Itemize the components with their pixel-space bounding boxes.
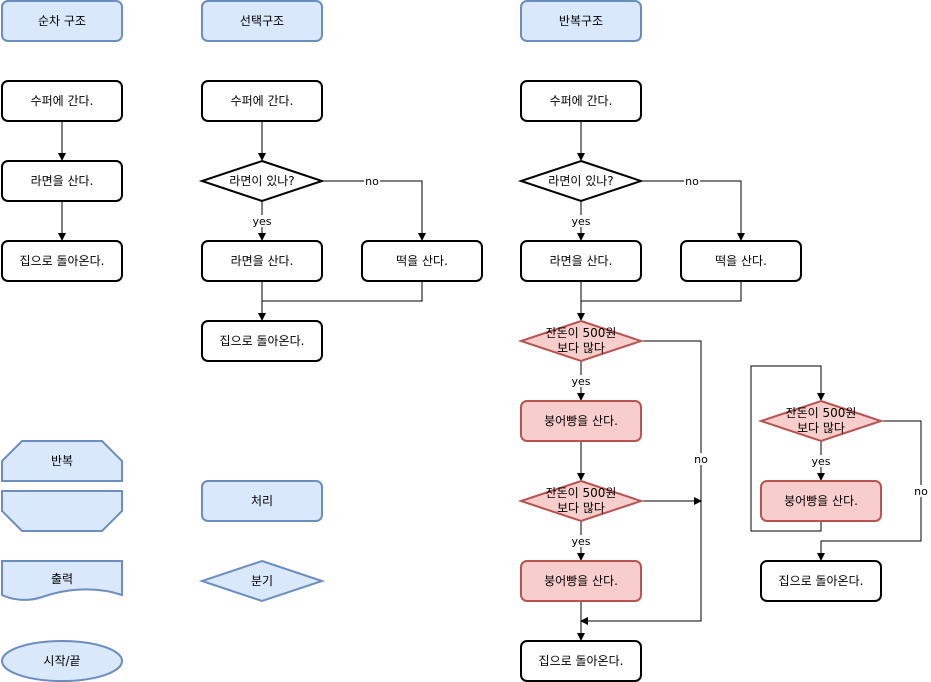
loop-buy2: 붕어빵을 산다. [544,574,618,588]
compact-check-line2: 보다 많다 [797,421,845,435]
legend-terminator-shape [1,640,123,682]
seq-step3-box [1,240,123,282]
loop-yes-box [520,240,642,282]
loop-yes-branch: 라면을 산다. [550,254,613,268]
loop-step1-box [520,80,642,122]
sel-end: 집으로 돌아온다. [220,334,305,348]
loop-end: 집으로 돌아온다. [539,654,624,668]
compact-loop-flow: 잔돈이 500원 보다 많다 붕어빵을 산다. 집으로 돌아온다. [757,399,885,602]
sel-end-box [201,320,323,362]
edge-labels: no yes no yes yes no yes yes no [251,175,929,548]
edge-compact-no [817,420,922,561]
header-sequence: 순차 구조 [38,14,86,28]
compact-end-box [760,560,882,602]
compact-no-label: no [914,485,928,498]
legend-branch: 분기 [251,574,273,588]
loop-check1-yes-label: yes [571,375,590,388]
header-sequence-box [1,0,123,42]
loop-flow: 수퍼에 간다. 라면이 있나? 라면을 산다. 떡을 산다. 잔돈이 500원 … [517,80,802,682]
loop-check-no-label: no [694,453,708,466]
edge-loop-no [641,180,745,241]
seq-step3: 집으로 돌아온다. [20,254,105,268]
compact-end: 집으로 돌아온다. [779,574,864,588]
legend-output: 출력 [51,572,73,586]
loop-yes-label: yes [571,215,590,228]
seq-step2-box [1,160,123,202]
sel-decision-diamond [198,159,326,203]
compact-buy: 붕어빵을 산다. [784,494,858,508]
loop-check2-yes-label: yes [571,535,590,548]
legend-process: 처리 [251,494,273,508]
sel-no-branch: 떡을 산다. [396,254,448,268]
edge-sel-join-right [262,281,423,302]
legend-branch-shape [198,559,326,603]
sel-no-label: no [365,175,379,188]
seq-step1-box [1,80,123,122]
loop-buy2-box [520,560,642,602]
sel-yes-label: yes [252,215,271,228]
shape-legend: 반복 처리 출력 분기 시작/끝 [0,440,326,682]
loop-no-box [680,240,802,282]
sel-decision: 라면이 있나? [229,174,294,188]
loop-check2-line2: 보다 많다 [557,501,605,515]
header-loop-box [520,0,642,42]
legend-loop-end-shape [1,490,123,532]
selection-flow: 수퍼에 간다. 라면이 있나? 라면을 산다. 떡을 산다. 집으로 돌아온다. [198,80,483,362]
edge-sel-no [322,180,426,241]
compact-yes-label: yes [811,455,830,468]
compact-check-line1: 잔돈이 500원 [786,406,857,420]
legend-loop-start-shape [1,440,123,482]
sel-step1: 수퍼에 간다. [231,94,294,108]
compact-check-diamond [757,399,885,443]
legend-terminator: 시작/끝 [43,654,80,668]
edge-compact-loopback [750,365,825,532]
loop-step1: 수퍼에 간다. [550,94,613,108]
legend-loop: 반복 [51,454,73,468]
loop-check2-diamond [517,479,645,523]
sel-yes-box [201,240,323,282]
loop-check1-line1: 잔돈이 500원 [546,326,617,340]
header-selection: 선택구조 [240,14,284,28]
loop-buy1-box [520,400,642,442]
sel-yes-branch: 라면을 산다. [231,254,294,268]
edge-loop-join-right [581,281,742,302]
column-headers: 순차 구조 선택구조 반복구조 [1,0,642,42]
header-loop: 반복구조 [559,14,603,28]
sel-step1-box [201,80,323,122]
header-selection-box [201,0,323,42]
loop-check1-line2: 보다 많다 [557,341,605,355]
seq-step1: 수퍼에 간다. [31,94,94,108]
sequence-flow: 수퍼에 간다. 라면을 산다. 집으로 돌아온다. [1,80,123,282]
sel-no-box [361,240,483,282]
loop-check1-diamond [517,319,645,363]
edge-loop-check1-no [580,340,702,625]
loop-decision-diamond [517,159,645,203]
loop-no-branch: 떡을 산다. [715,254,767,268]
loop-end-box [520,640,642,682]
loop-decision: 라면이 있나? [548,174,613,188]
loop-no-label: no [685,175,699,188]
loop-buy1: 붕어빵을 산다. [544,414,618,428]
seq-step2: 라면을 산다. [31,174,94,188]
legend-output-shape [0,560,123,601]
legend-process-shape [201,480,323,522]
compact-buy-box [760,480,882,522]
loop-check2-line1: 잔돈이 500원 [546,486,617,500]
